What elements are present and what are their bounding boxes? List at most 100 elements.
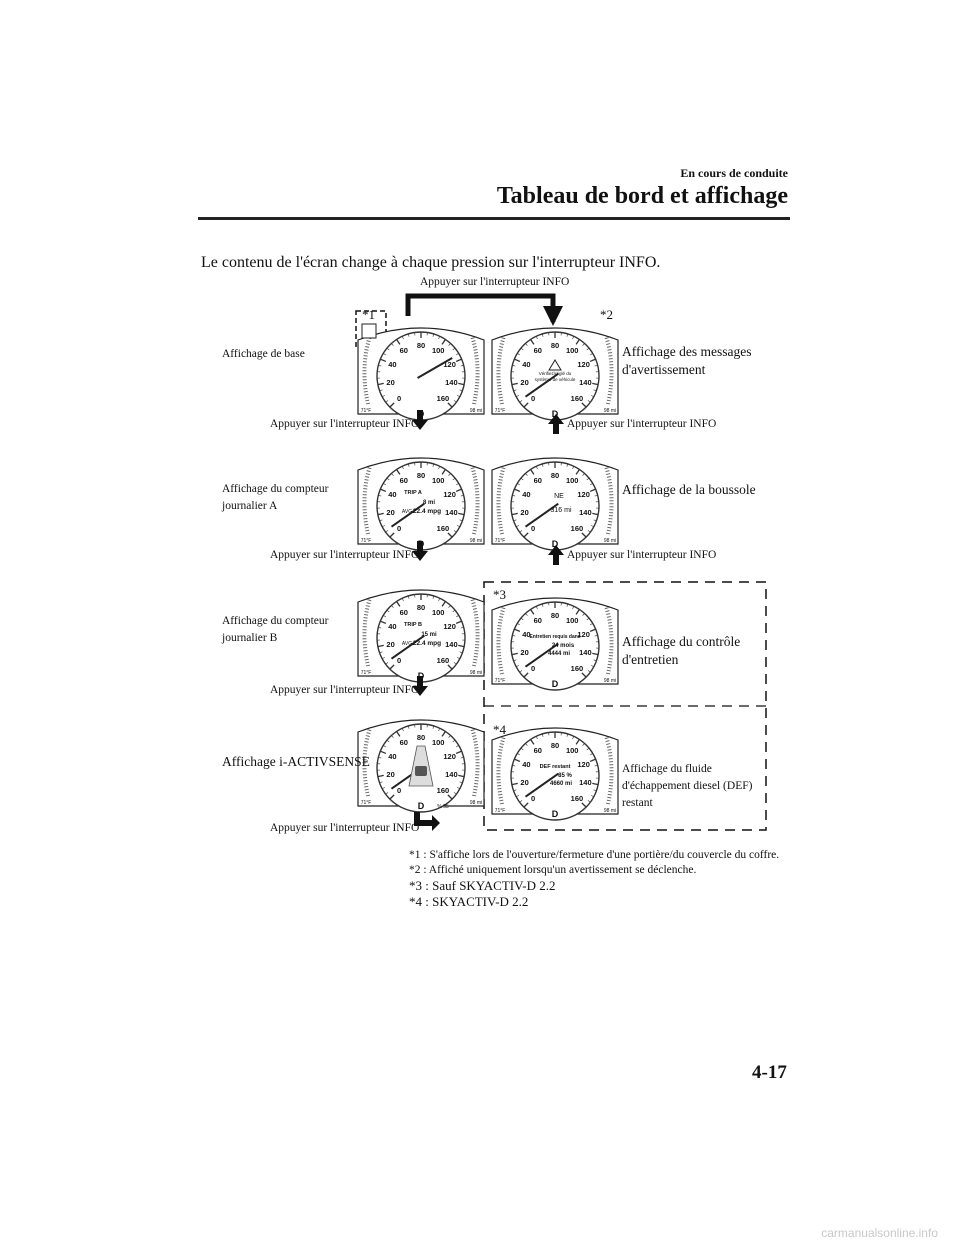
arrow-down-1 (412, 410, 428, 430)
dial-tick (457, 787, 460, 790)
dial-tick (391, 473, 394, 476)
speed-label: 140 (579, 378, 592, 387)
dial-tick (396, 731, 401, 737)
dial-tick (587, 530, 591, 533)
speed-label: 140 (445, 770, 458, 779)
dial-tick (525, 343, 528, 346)
dial-tick (452, 477, 456, 481)
press-label-right-2: Appuyer sur l'interrupteur INFO (567, 549, 717, 561)
dial-tick (459, 651, 463, 654)
gear-indicator: D (418, 801, 425, 811)
dial-tick (382, 657, 385, 660)
dial-tick (379, 781, 383, 784)
dial-tick (513, 659, 517, 662)
dial-tick (511, 782, 518, 786)
fuel-readout: 98 mi (604, 808, 616, 814)
dial-tick (379, 651, 383, 654)
dial-tick (455, 488, 462, 493)
dial-tick (511, 382, 518, 386)
label-basic: Affichage de base (222, 348, 305, 360)
dial-tick (389, 794, 395, 800)
dial-tick (455, 358, 462, 363)
dial-tick (456, 483, 459, 486)
speed-label: 40 (522, 760, 530, 769)
speed-label: 60 (400, 346, 408, 355)
dial-tick (523, 402, 529, 408)
dial-tick (407, 595, 410, 599)
dial-tick (525, 613, 528, 616)
section-heading: En cours de conduite (680, 166, 788, 180)
gear-indicator: D (552, 809, 559, 819)
dial-tick (594, 765, 598, 767)
dial-tick (525, 473, 528, 476)
dial-tick (441, 469, 446, 475)
dial-tick (385, 400, 389, 403)
dial-tick (541, 333, 544, 337)
speed-label: 40 (388, 490, 396, 499)
dial-tick (432, 595, 435, 599)
marker-4: *4 (493, 722, 506, 737)
press-label-left-1: Appuyer sur l'interrupteur INFO (270, 418, 420, 430)
speed-label: 40 (388, 360, 396, 369)
speed-label: 100 (432, 476, 445, 485)
dial-tick (447, 794, 453, 800)
trip-b-title: TRIP B (404, 622, 422, 628)
vehicle-icon (415, 766, 427, 776)
speed-label: 20 (520, 378, 528, 387)
speed-label: 100 (566, 346, 579, 355)
dial-tick (401, 466, 404, 470)
dial-tick (448, 343, 451, 346)
dial-tick (459, 519, 463, 522)
def-title: DEF restant (540, 764, 571, 770)
gear-indicator: D (552, 679, 559, 689)
speed-needle (524, 502, 559, 528)
dial-tick (407, 463, 410, 467)
cluster-trip-b: 71°F98 mi020406080100120140160DTRIP B15 … (357, 589, 485, 683)
press-label-right-1: Appuyer sur l'interrupteur INFO (567, 418, 717, 430)
dial-tick (385, 530, 389, 533)
dial-tick (566, 463, 569, 467)
speed-label: 120 (443, 360, 456, 369)
speed-label: 100 (432, 346, 445, 355)
speed-label: 20 (386, 770, 394, 779)
speed-label: 60 (400, 608, 408, 617)
arrow-return (414, 812, 440, 831)
speed-label: 100 (566, 746, 579, 755)
dial-tick (519, 400, 523, 403)
dial-tick (460, 495, 464, 497)
fuel-readout: 98 mi (470, 538, 482, 544)
speed-label: 20 (520, 648, 528, 657)
arrow-down-2 (412, 541, 428, 561)
speed-label: 60 (534, 616, 542, 625)
dial-tick (447, 402, 453, 408)
dial-tick (447, 532, 453, 538)
dial-tick (391, 343, 394, 346)
dial-tick (380, 358, 387, 363)
dial-tick (512, 635, 516, 637)
dial-tick (575, 339, 580, 345)
dial-tick (541, 603, 544, 607)
speed-label: 60 (534, 346, 542, 355)
temp-gauge (496, 605, 506, 675)
fuel-gauge (604, 335, 614, 405)
dial-tick (590, 753, 593, 756)
speed-needle (524, 772, 559, 798)
dial-tick (594, 365, 598, 367)
dial-tick (517, 753, 520, 756)
speed-label: 100 (566, 476, 579, 485)
speed-label: 60 (534, 746, 542, 755)
label-def-line1: Affichage du fluide (622, 763, 712, 775)
dial-tick (379, 389, 383, 392)
dial-tick (582, 343, 585, 346)
dial-tick (438, 598, 441, 602)
temp-gauge (362, 335, 372, 405)
fuel-readout: 98 mi (604, 408, 616, 414)
dial-tick (453, 400, 457, 403)
dial-tick (441, 339, 446, 345)
dial-tick (441, 601, 446, 607)
dial-tick (535, 336, 538, 340)
dial-tick (389, 402, 395, 408)
dial-tick (382, 395, 385, 398)
